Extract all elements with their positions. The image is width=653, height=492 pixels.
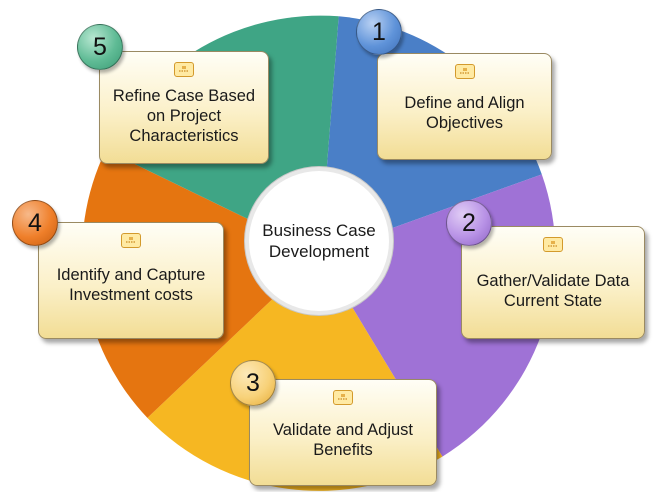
step-4-card: Identify and Capture Investment costs <box>38 222 224 339</box>
document-icon <box>121 233 141 248</box>
step-5-card: Refine Case Based on Project Characteris… <box>99 51 269 164</box>
step-1-card: Define and Align Objectives <box>377 53 552 160</box>
step-4-badge: 4 <box>12 200 58 246</box>
step-1-badge: 1 <box>356 9 402 55</box>
center-label: Business Case Development <box>249 171 389 311</box>
document-icon <box>333 390 353 405</box>
document-icon <box>454 64 475 79</box>
step-2-badge: 2 <box>446 200 492 246</box>
step-3-label: Validate and Adjust Benefits <box>272 421 414 459</box>
step-2-label: Gather/Validate Data Current State <box>476 272 630 310</box>
step-5-label: Refine Case Based on Project Characteris… <box>112 87 256 145</box>
step-3-badge: 3 <box>230 360 276 406</box>
step-2-card: Gather/Validate Data Current State <box>461 226 645 339</box>
document-icon <box>543 237 563 252</box>
step-1-label: Define and Align Objectives <box>404 94 525 132</box>
step-4-label: Identify and Capture Investment costs <box>56 266 206 304</box>
step-5-badge: 5 <box>77 24 123 70</box>
step-3-card: Validate and Adjust Benefits <box>249 379 437 486</box>
document-icon <box>174 62 194 77</box>
